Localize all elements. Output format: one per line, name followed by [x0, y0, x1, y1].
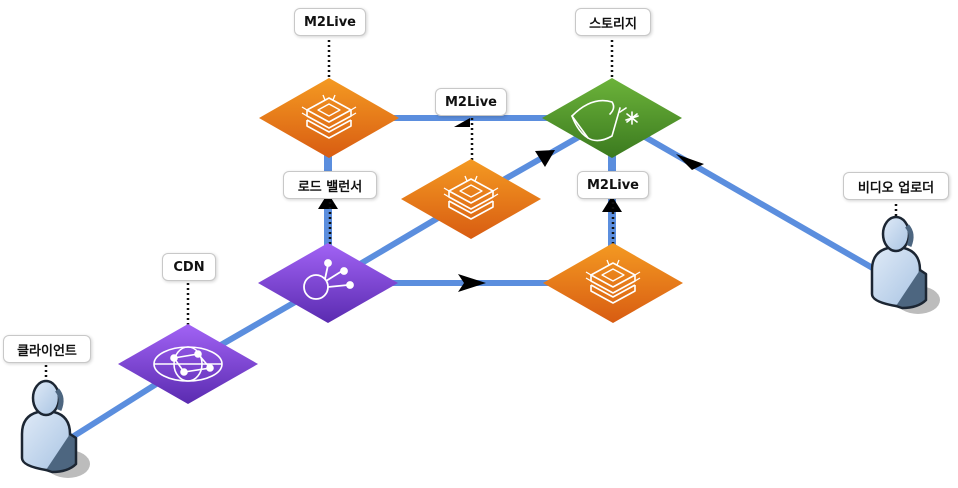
callout-client: 클라이언트 — [3, 335, 91, 363]
cdn-globe-icon — [153, 346, 223, 382]
arrowhead-top-path — [454, 118, 470, 127]
arrowhead-right-m2live — [458, 274, 486, 292]
link-uploader-storage — [610, 115, 892, 281]
video-uploader-user[interactable] — [872, 217, 940, 314]
callout-cdn: CDN — [162, 253, 216, 281]
m2live-right-node[interactable] — [543, 243, 683, 323]
callout-m2live-mid: M2Live — [435, 88, 507, 116]
callout-m2live-right: M2Live — [577, 171, 649, 199]
callout-leaders — [44, 40, 898, 382]
user-person-icon — [872, 217, 940, 314]
callout-m2live-top: M2Live — [294, 8, 366, 36]
cdn-node[interactable] — [118, 324, 258, 404]
arrowheads — [318, 118, 704, 292]
m2live-top-node[interactable] — [259, 78, 399, 158]
load-balancer-icon — [303, 259, 354, 300]
bucket-snowflake-icon — [571, 99, 639, 142]
arrowhead-to-storage-mid — [535, 150, 555, 167]
load-balancer-node[interactable] — [258, 243, 398, 323]
callout-video-uploader: 비디오 업로더 — [843, 172, 949, 200]
callout-storage: 스토리지 — [575, 8, 651, 36]
arrowhead-up-loadbalancer — [318, 193, 338, 209]
arrowhead-from-uploader — [676, 154, 704, 170]
callout-load-balancer: 로드 밸런서 — [283, 171, 377, 199]
storage-node[interactable] — [542, 78, 682, 158]
m2live-mid-node[interactable] — [401, 159, 541, 239]
